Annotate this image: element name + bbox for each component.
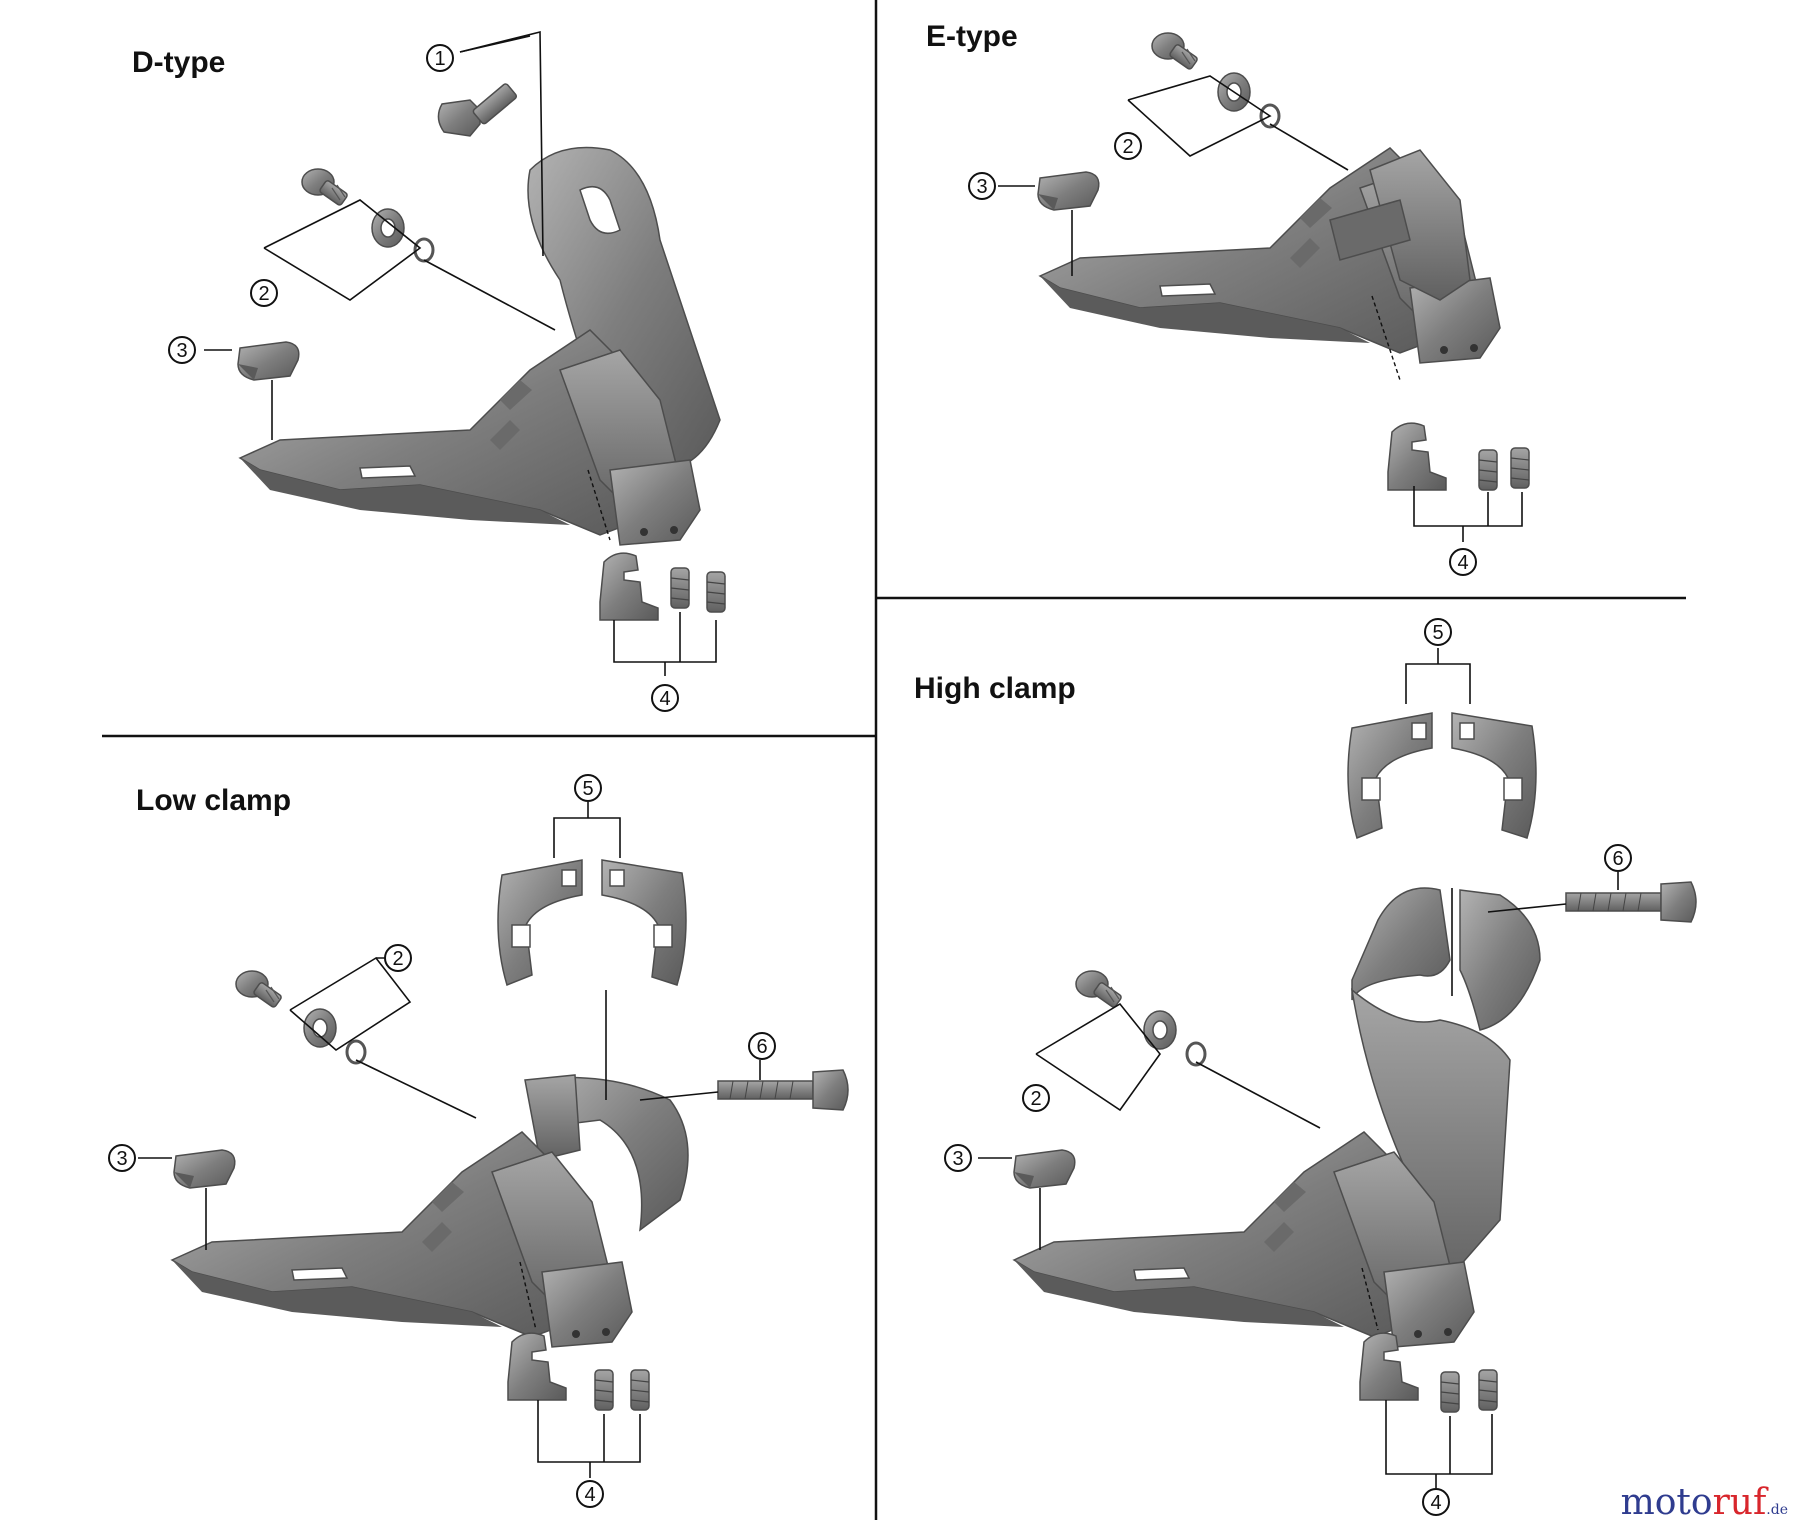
svg-text:3: 3	[176, 340, 187, 362]
e-type-illustration	[998, 32, 1530, 542]
high-clamp-callouts: 5 6 2 3 4	[944, 618, 1632, 1516]
svg-text:2: 2	[1122, 136, 1133, 158]
svg-text:4: 4	[1457, 552, 1468, 574]
callout-4: 4	[651, 684, 679, 712]
watermark-logo: motoruf.de	[1621, 1482, 1788, 1523]
callout-2: 2	[250, 279, 278, 307]
panel-title-d-type: D-type	[132, 46, 226, 79]
panel-title-high-clamp: High clamp	[914, 672, 1076, 705]
svg-text:2: 2	[392, 948, 403, 970]
callout-3: 3	[108, 1144, 136, 1172]
callout-2: 2	[1114, 132, 1142, 160]
callout-4: 4	[1449, 548, 1477, 576]
watermark-brand-a: moto	[1620, 1482, 1713, 1523]
svg-text:4: 4	[659, 688, 670, 710]
callout-3: 3	[168, 336, 196, 364]
svg-text:3: 3	[976, 176, 987, 198]
svg-text:5: 5	[582, 778, 593, 800]
callout-6: 6	[748, 1032, 776, 1060]
panel-title-low-clamp: Low clamp	[136, 784, 292, 817]
watermark-brand-b: ruf	[1712, 1482, 1767, 1523]
svg-text:4: 4	[1430, 1492, 1441, 1514]
callout-5: 5	[1424, 618, 1452, 646]
d-type-illustration	[204, 30, 726, 676]
callout-5: 5	[574, 774, 602, 802]
svg-text:6: 6	[756, 1036, 767, 1058]
callout-4: 4	[1422, 1488, 1450, 1516]
svg-text:2: 2	[1030, 1088, 1041, 1110]
callout-3: 3	[968, 172, 996, 200]
panel-title-e-type: E-type	[926, 20, 1018, 53]
svg-text:2: 2	[258, 283, 269, 305]
e-type-callouts: 2 3 4	[968, 132, 1477, 576]
svg-text:5: 5	[1432, 622, 1443, 644]
svg-text:6: 6	[1612, 848, 1623, 870]
callout-2: 2	[1022, 1084, 1050, 1112]
svg-text:4: 4	[584, 1484, 595, 1506]
svg-text:3: 3	[116, 1148, 127, 1170]
low-clamp-illustration	[138, 802, 849, 1478]
watermark-tld: .de	[1766, 1502, 1788, 1518]
callout-1: 1	[426, 44, 454, 72]
svg-text:1: 1	[434, 48, 445, 70]
callout-4: 4	[576, 1480, 604, 1508]
callout-6: 6	[1604, 844, 1632, 872]
d-type-callouts: 1 2 3 4	[168, 44, 679, 712]
callout-2: 2	[384, 944, 412, 972]
high-clamp-illustration	[978, 648, 1697, 1488]
svg-text:3: 3	[952, 1148, 963, 1170]
low-clamp-callouts: 5 6 2 3 4	[108, 774, 776, 1508]
callout-3: 3	[944, 1144, 972, 1172]
